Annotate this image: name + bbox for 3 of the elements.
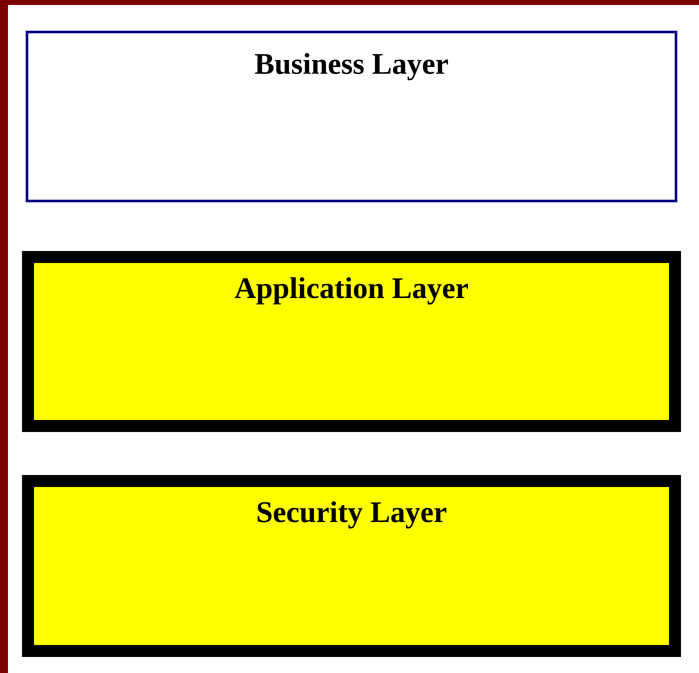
layer-box: Business Layer (26, 30, 678, 202)
layer-box: Security Layer (22, 475, 681, 657)
layer-box: Application Layer (22, 251, 681, 432)
